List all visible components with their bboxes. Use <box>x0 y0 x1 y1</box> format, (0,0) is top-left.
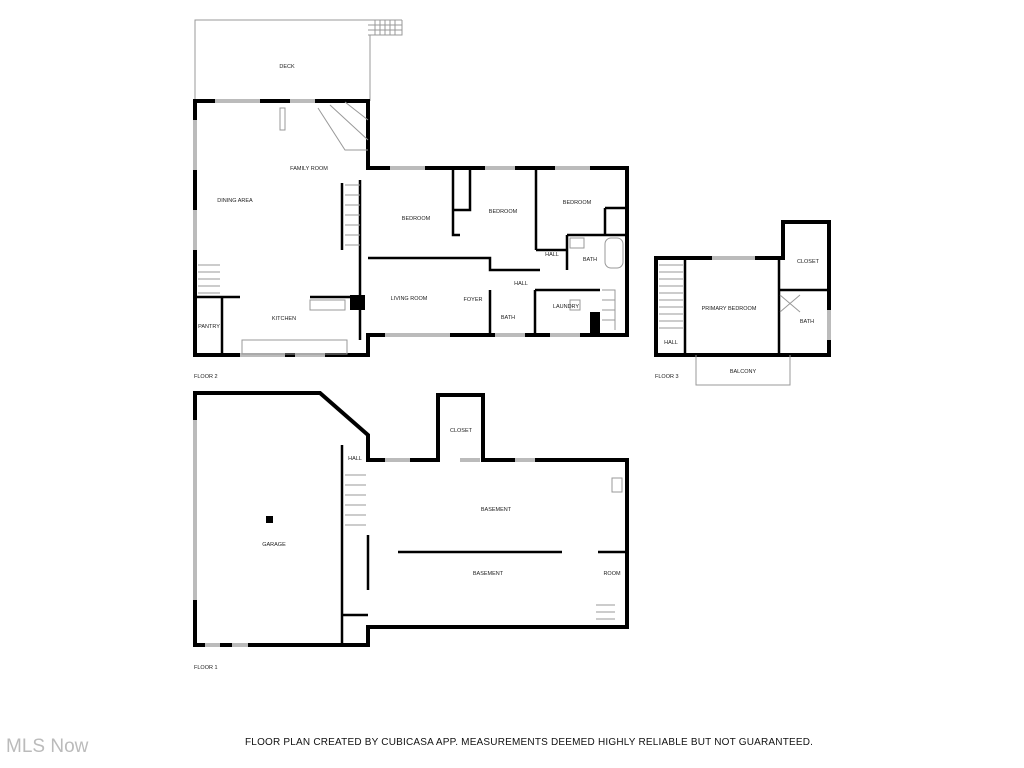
room-label-hall: HALL <box>545 252 559 258</box>
floor-2-plan: DECK FAMILY ROOM DINING AREA KITCHEN PAN… <box>193 19 629 380</box>
room-label-basement: BASEMENT <box>473 571 504 577</box>
mls-now-watermark-logo: MLS Now <box>6 736 89 757</box>
room-label-primary-bedroom: PRIMARY BEDROOM <box>702 306 757 312</box>
bath-fixtures-icon <box>569 237 624 311</box>
stairs-icon <box>345 474 623 620</box>
room-label-hall: HALL <box>514 281 528 287</box>
room-label-family-room: FAMILY ROOM <box>290 166 328 172</box>
floor-3-label: FLOOR 3 <box>655 374 679 380</box>
stairs-icon <box>198 101 616 355</box>
room-label-pantry: PANTRY <box>198 324 220 330</box>
room-label-closet: CLOSET <box>450 428 473 434</box>
room-label-bath: BATH <box>501 315 515 321</box>
room-label-bath: BATH <box>583 257 597 263</box>
disclaimer-text: FLOOR PLAN CREATED BY CUBICASA APP. MEAS… <box>245 737 814 748</box>
room-label-kitchen: KITCHEN <box>272 316 296 322</box>
floor-1-label: FLOOR 1 <box>194 665 218 671</box>
floor-1-plan: GARAGE HALL CLOSET BASEMENT BASEMENT ROO… <box>193 391 629 671</box>
room-label-foyer: FOYER <box>464 297 483 303</box>
room-label-bedroom: BEDROOM <box>402 216 431 222</box>
room-label-dining-area: DINING AREA <box>217 198 253 204</box>
room-label-laundry: LAUNDRY <box>553 304 580 310</box>
room-label-closet: CLOSET <box>797 259 820 265</box>
stairs-icon <box>659 264 801 329</box>
room-label-bedroom: BEDROOM <box>489 209 518 215</box>
room-label-hall: HALL <box>664 340 678 346</box>
room-label-living-room: LIVING ROOM <box>391 296 428 302</box>
room-label-garage: GARAGE <box>262 542 286 548</box>
room-label-balcony: BALCONY <box>730 369 757 375</box>
room-label-room: ROOM <box>603 571 621 577</box>
room-label-deck: DECK <box>279 64 295 70</box>
floor-2-label: FLOOR 2 <box>194 374 218 380</box>
room-label-bedroom: BEDROOM <box>563 200 592 206</box>
room-label-bath: BATH <box>800 319 814 325</box>
deck-stairs-icon <box>368 20 402 36</box>
room-label-basement: BASEMENT <box>481 507 512 513</box>
room-label-hall: HALL <box>348 456 362 462</box>
floor-3-plan: PRIMARY BEDROOM CLOSET BATH HALL BALCONY… <box>654 220 831 386</box>
